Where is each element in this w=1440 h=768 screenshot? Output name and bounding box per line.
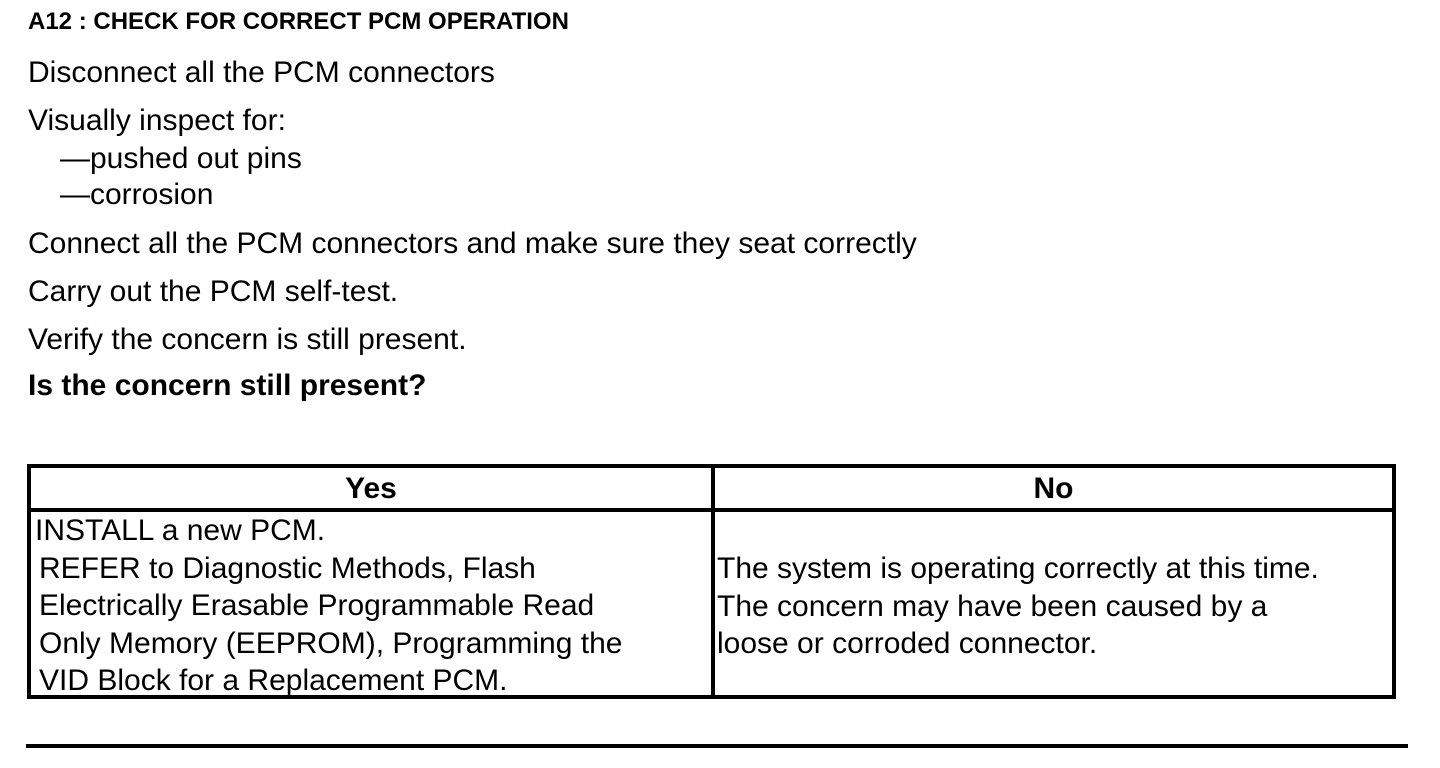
no-action-line: The concern may have been caused by a bbox=[717, 589, 1268, 623]
yes-action-cell: INSTALL a new PCM. REFER to Diagnostic M… bbox=[35, 512, 622, 700]
table-header-yes: Yes bbox=[345, 472, 397, 505]
inspect-item-pins: —pushed out pins bbox=[60, 142, 302, 175]
yes-action-line: INSTALL a new PCM. bbox=[35, 514, 326, 547]
inspect-item-corrosion: —corrosion bbox=[60, 178, 214, 211]
table-column-divider bbox=[711, 468, 715, 695]
yes-action-line: Only Memory (EEPROM), Programming the bbox=[39, 626, 623, 660]
step-question-text: Is the concern still present? bbox=[28, 369, 427, 402]
no-action-line: loose or corroded connector. bbox=[717, 627, 1098, 660]
step-title: A12 : CHECK FOR CORRECT PCM OPERATION bbox=[28, 8, 569, 35]
yes-action-line: VID Block for a Replacement PCM. bbox=[39, 664, 508, 697]
bottom-rule bbox=[26, 744, 1408, 748]
table-header-no: No bbox=[1033, 472, 1074, 505]
step-inspect-text: Visually inspect for: bbox=[28, 104, 286, 137]
no-action-line: The system is operating correctly at thi… bbox=[717, 552, 1319, 585]
step-disconnect-text: Disconnect all the PCM connectors bbox=[28, 56, 495, 89]
yes-action-line: REFER to Diagnostic Methods, Flash bbox=[39, 551, 536, 585]
no-action-cell: The system is operating correctly at thi… bbox=[717, 550, 1319, 663]
step-connect-text: Connect all the PCM connectors and make … bbox=[28, 227, 917, 260]
yes-action-line: Electrically Erasable Programmable Read bbox=[39, 589, 595, 622]
result-table: Yes No INSTALL a new PCM. REFER to Diagn… bbox=[27, 464, 1396, 699]
step-selftest-text: Carry out the PCM self-test. bbox=[28, 275, 399, 308]
step-verify-text: Verify the concern is still present. bbox=[28, 323, 467, 356]
